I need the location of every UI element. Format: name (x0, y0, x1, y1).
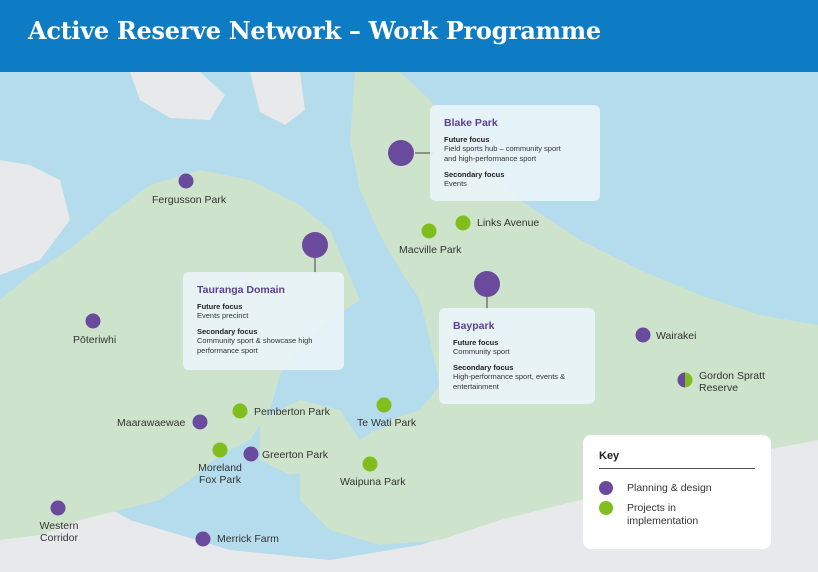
label-merrick-farm: Merrick Farm (217, 533, 279, 545)
marker-moreland-fox-park[interactable] (212, 442, 228, 458)
label-waipuna-park: Waipuna Park (340, 476, 406, 488)
outer-land-island (130, 72, 225, 120)
marker-western-corridor[interactable] (50, 500, 66, 516)
marker-half-planning (677, 372, 685, 388)
marker-poteriwhi[interactable] (85, 313, 101, 329)
label-western-line2: Corridor (40, 532, 78, 544)
callout-baypark-title: Baypark (453, 320, 495, 332)
label-poteriwhi: Pōteriwhi (73, 334, 117, 346)
callout-baypark-secondary-line: entertainment (453, 382, 499, 391)
label-wairakei: Wairakei (656, 330, 697, 342)
callout-blake-secondary-heading: Secondary focus (444, 170, 505, 179)
map-legend: Key Planning & design Projects in implem… (583, 435, 771, 549)
callout-blake-title: Blake Park (444, 117, 498, 129)
label-gordon-spratt-line1: Gordon Spratt (699, 370, 765, 382)
legend-swatch-planning (599, 481, 613, 495)
marker-links-avenue[interactable] (455, 215, 471, 231)
callout-tauranga-domain: Tauranga Domain Future focus Events prec… (183, 272, 344, 370)
callout-baypark-secondary-heading: Secondary focus (453, 363, 514, 372)
label-gordon-spratt: Gordon Spratt Reserve (699, 370, 765, 394)
marker-wairakei[interactable] (635, 327, 651, 343)
header-bar: Active Reserve Network – Work Programme (0, 0, 818, 72)
land-west (0, 170, 360, 540)
label-western-corridor: Western Corridor (36, 520, 82, 544)
callout-domain-secondary-line: performance sport (197, 346, 258, 355)
inlet-water-2 (340, 380, 395, 435)
label-fergusson-park: Fergusson Park (152, 194, 227, 206)
marker-maarawaewae[interactable] (192, 414, 208, 430)
label-te-wati-park: Te Wati Park (357, 417, 417, 429)
label-western-line1: Western (39, 520, 79, 532)
marker-fergusson-park[interactable] (178, 173, 194, 189)
inlet-water (360, 280, 415, 345)
marker-half-implementation (685, 372, 693, 388)
outer-land-hill (250, 72, 305, 125)
marker-macville-park[interactable] (421, 223, 437, 239)
legend-label-implementation: Projects in implementation (627, 502, 698, 528)
marker-layer (50, 140, 693, 547)
land-south-link (260, 400, 360, 475)
callout-baypark-future-heading: Future focus (453, 338, 499, 347)
legend-item-planning: Planning & design (599, 479, 755, 499)
marker-te-wati-park[interactable] (376, 397, 392, 413)
legend-label-planning: Planning & design (627, 482, 712, 494)
label-links-avenue: Links Avenue (477, 217, 540, 229)
label-gordon-spratt-line2: Reserve (699, 382, 739, 394)
callout-blake-future-heading: Future focus (444, 135, 490, 144)
label-moreland-line1: Moreland (198, 462, 242, 474)
outer-land-west (0, 160, 70, 275)
callout-blake-future-line: and high-performance sport (444, 154, 537, 163)
callout-baypark-future-line: Community sport (453, 347, 510, 356)
marker-blake-park[interactable] (388, 140, 414, 166)
callout-domain-title: Tauranga Domain (197, 284, 285, 296)
label-macville-park: Macville Park (399, 244, 462, 256)
callout-domain-future-heading: Future focus (197, 302, 243, 311)
marker-baypark[interactable] (474, 271, 500, 297)
callout-baypark: Baypark Future focus Community sport Sec… (439, 308, 595, 404)
label-moreland-line2: Fox Park (198, 474, 241, 486)
marker-gordon-spratt-reserve[interactable] (677, 372, 693, 388)
label-greerton-park: Greerton Park (262, 449, 328, 461)
marker-greerton-park[interactable] (243, 446, 259, 462)
page-title: Active Reserve Network – Work Programme (28, 16, 601, 45)
marker-merrick-farm[interactable] (195, 531, 211, 547)
legend-item-implementation: Projects in implementation (599, 499, 755, 531)
label-pemberton-park: Pemberton Park (254, 406, 330, 418)
legend-title: Key (599, 450, 755, 469)
legend-swatch-implementation (599, 501, 613, 515)
label-maarawaewae: Maarawaewae (117, 417, 186, 429)
legend-label-implementation-line2: implementation (627, 515, 699, 527)
callout-blake-secondary-line: Events (444, 179, 467, 188)
marker-tauranga-domain[interactable] (302, 232, 328, 258)
callout-domain-secondary-heading: Secondary focus (197, 327, 258, 336)
label-moreland-fox-park: Moreland Fox Park (196, 462, 244, 486)
callout-baypark-secondary-line: High-performance sport, events & (453, 372, 566, 381)
marker-waipuna-park[interactable] (362, 456, 378, 472)
callout-blake-park: Blake Park Future focus Field sports hub… (430, 105, 600, 201)
marker-pemberton-park[interactable] (232, 403, 248, 419)
callout-domain-future-line: Events precinct (197, 311, 249, 320)
callout-domain-secondary-line: Community sport & showcase high (197, 336, 313, 345)
callout-blake-future-line: Field sports hub – community sport (444, 144, 561, 153)
legend-label-implementation-line1: Projects in (627, 502, 677, 514)
